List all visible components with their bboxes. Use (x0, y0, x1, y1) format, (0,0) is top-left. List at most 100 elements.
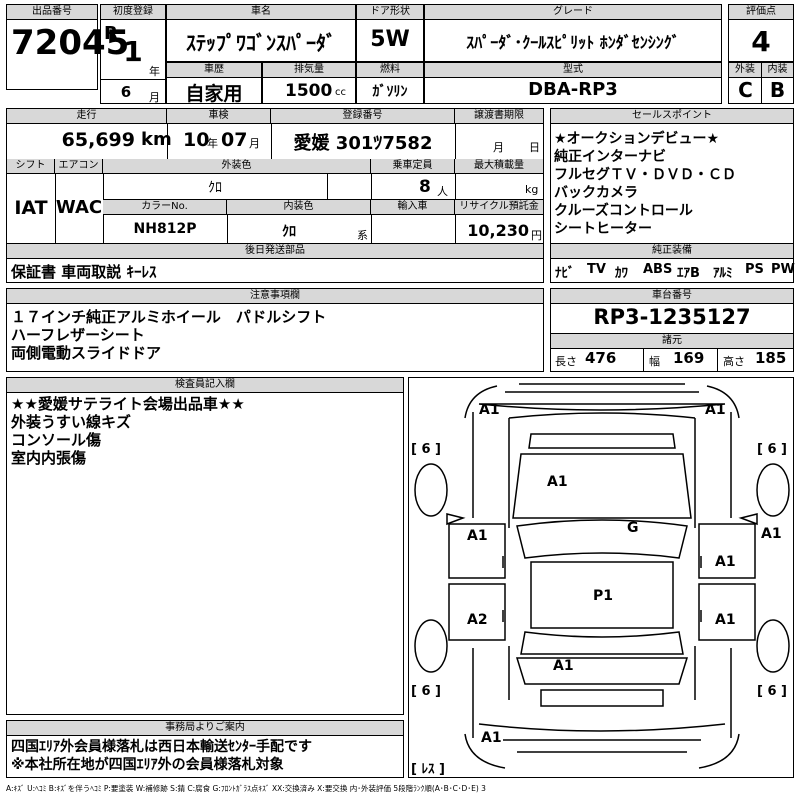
model: DBA-RP3 (528, 79, 618, 100)
int-label: 内装 (762, 63, 793, 78)
km-unit: km (141, 129, 172, 150)
fuel-box: 燃料 ｶﾞｿﾘﾝ (356, 62, 424, 104)
equipment-alloy: ｱﾙﾐ (713, 266, 733, 281)
equipment-label: 純正装備 (551, 244, 793, 259)
mark-front-right: A1 (705, 402, 726, 418)
int-color: ｸﾛ (282, 224, 296, 240)
mark-right-front-fender: A1 (761, 526, 782, 542)
mark-roof: P1 (593, 588, 614, 604)
inspector-line-2: 外装うすい線キズ (11, 413, 132, 431)
transfer-day-unit: 日 (529, 141, 540, 154)
insp-year-unit: 年 (207, 137, 218, 150)
sales-point-3: フルセグＴＶ・ＤＶＤ・ＣＤ (554, 167, 736, 183)
displacement-box: 排気量 1500 cc (262, 62, 356, 104)
int-color-unit: 系 (357, 229, 368, 242)
equipment-tv: TV (587, 262, 606, 277)
equipment-airbag: ｴｱB (677, 266, 700, 281)
car-name-label: 車名 (167, 5, 355, 20)
tire-front-right: [ 6 ] (757, 442, 787, 457)
grade: ｽﾊﾟｰﾀﾞ･ｸｰﾙｽﾋﾟﾘｯﾄ ﾎﾝﾀﾞｾﾝｼﾝｸﾞ (466, 33, 680, 52)
height: 185 (755, 349, 787, 367)
damage-diagram-box: A1 A1 A1 G A1 A1 A1 P1 A2 A1 A1 A1 [ 6 ]… (408, 377, 794, 778)
month-unit: 月 (149, 91, 160, 104)
tire-front-left: [ 6 ] (411, 442, 441, 457)
mark-right-door: A1 (715, 554, 736, 570)
max-load-unit: kg (525, 183, 539, 196)
insp-month: 07 (221, 129, 248, 151)
chassis-box: 車台番号 RP3-1235127 諸元 長さ 476 幅 169 高さ 185 (550, 288, 794, 372)
mark-left-slide-door: A2 (467, 612, 488, 628)
car-name-box: 車名 ｽﾃｯﾌﾟﾜｺﾞﾝｽﾊﾟｰﾀﾞ (166, 4, 356, 62)
ac-label: エアコン (55, 159, 103, 174)
door-label: ドア形状 (357, 5, 423, 20)
later-docs-label: 後日発送部品 (7, 244, 543, 259)
office-line-1: 四国ｴﾘｱ外会員様落札は西日本輸送ｾﾝﾀｰ手配です (11, 739, 312, 755)
insp-month-unit: 月 (249, 137, 260, 150)
sales-point-1: ★オークションデビュー★ (554, 131, 720, 147)
first-reg-label: 初度登録 (101, 5, 165, 20)
equipment-ps: PS (745, 262, 764, 277)
later-docs: 保証書 車両取説 ｷｰﾚｽ (11, 263, 157, 281)
door-box: ドア形状 5W (356, 4, 424, 62)
reg-month: 6 (120, 83, 132, 101)
fuel-label: 燃料 (357, 63, 423, 78)
grade-box: グレード ｽﾊﾟｰﾀﾞ･ｸｰﾙｽﾋﾟﾘｯﾄ ﾎﾝﾀﾞｾﾝｼﾝｸﾞ (424, 4, 722, 62)
history-label: 車歴 (167, 63, 261, 78)
length-label: 長さ (555, 355, 577, 368)
inspector-line-4: 室内内張傷 (11, 449, 87, 467)
year-unit: 年 (149, 65, 160, 78)
inspector-line-1: ★★愛媛サテライト会場出品車★★ (11, 395, 245, 413)
ext-label: 外装 (729, 63, 762, 78)
note-line-1: １７インチ純正アルミホイール パドルシフト (11, 308, 327, 326)
car-name: ｽﾃｯﾌﾟﾜｺﾞﾝｽﾊﾟｰﾀﾞ (186, 31, 336, 55)
details-box: 走行 車検 登録番号 譲渡書期限 65,699 km 10 年 07 月 愛媛 … (6, 108, 544, 283)
fuel: ｶﾞｿﾘﾝ (372, 84, 408, 100)
capacity-label: 乗車定員 (371, 159, 455, 174)
sales-points-box: セールスポイント ★オークションデビュー★ 純正インターナビ フルセグＴＶ・ＤＶ… (550, 108, 795, 283)
score: 4 (751, 25, 771, 58)
notes-box: 注意事項欄 １７インチ純正アルミホイール パドルシフト ハーフレザーシート 両側… (6, 288, 544, 372)
door-type: 5W (370, 27, 410, 52)
length: 476 (585, 349, 617, 367)
history-box: 車歴 自家用 (166, 62, 262, 105)
transfer-month-unit: 月 (493, 141, 504, 154)
era: R (104, 23, 118, 44)
displacement-label: 排気量 (263, 63, 355, 78)
ext-color: ｸﾛ (208, 180, 222, 196)
grade-label: グレード (425, 5, 721, 20)
int-color-label: 内装色 (227, 200, 371, 215)
lot-box: 出品番号 72045 (6, 4, 129, 90)
model-box: 型式 DBA-RP3 (424, 62, 722, 104)
capacity-unit: 人 (437, 185, 448, 198)
lot-number: 72045 (11, 23, 130, 63)
notes-label: 注意事項欄 (7, 289, 543, 304)
equipment-navi: ﾅﾋﾞ (555, 266, 575, 281)
dims-label: 諸元 (551, 334, 793, 349)
displacement: 1500 (285, 81, 333, 101)
score-box: 評価点 4 (728, 4, 794, 62)
equipment-pw: PW (771, 262, 795, 277)
color-no-label: カラーNo. (103, 200, 227, 215)
sales-point-6: シートヒーター (554, 221, 652, 237)
sales-point-5: クルーズコントロール (554, 203, 693, 219)
ext-int-box: 外装 内装 C B (728, 62, 794, 104)
equipment-leather: ｶﾜ (615, 266, 628, 281)
width: 169 (673, 349, 705, 367)
ext-grade: C (738, 78, 753, 102)
height-label: 高さ (723, 355, 745, 368)
max-load-label: 最大積載量 (455, 159, 543, 174)
note-line-3: 両側電動スライドドア (11, 344, 162, 362)
inspector-box: 検査員記入欄 ★★愛媛サテライト会場出品車★★ 外装うすい線キズ コンソール傷 … (6, 377, 404, 715)
yen-unit: 円 (531, 229, 542, 242)
regno-label: 登録番号 (271, 109, 455, 124)
mark-right-slide-door: A1 (715, 612, 736, 628)
tire-rear-left: [ 6 ] (411, 684, 441, 699)
reg-year: 1 (123, 35, 143, 68)
cc-unit: cc (335, 87, 346, 98)
capacity: 8 (419, 177, 431, 197)
history: 自家用 (185, 83, 243, 105)
sales-points-label: セールスポイント (551, 109, 793, 124)
mark-rear-bumper: A1 (481, 730, 502, 746)
tire-rear-right: [ 6 ] (757, 684, 787, 699)
recycle-label: リサイクル預託金 (455, 200, 543, 215)
